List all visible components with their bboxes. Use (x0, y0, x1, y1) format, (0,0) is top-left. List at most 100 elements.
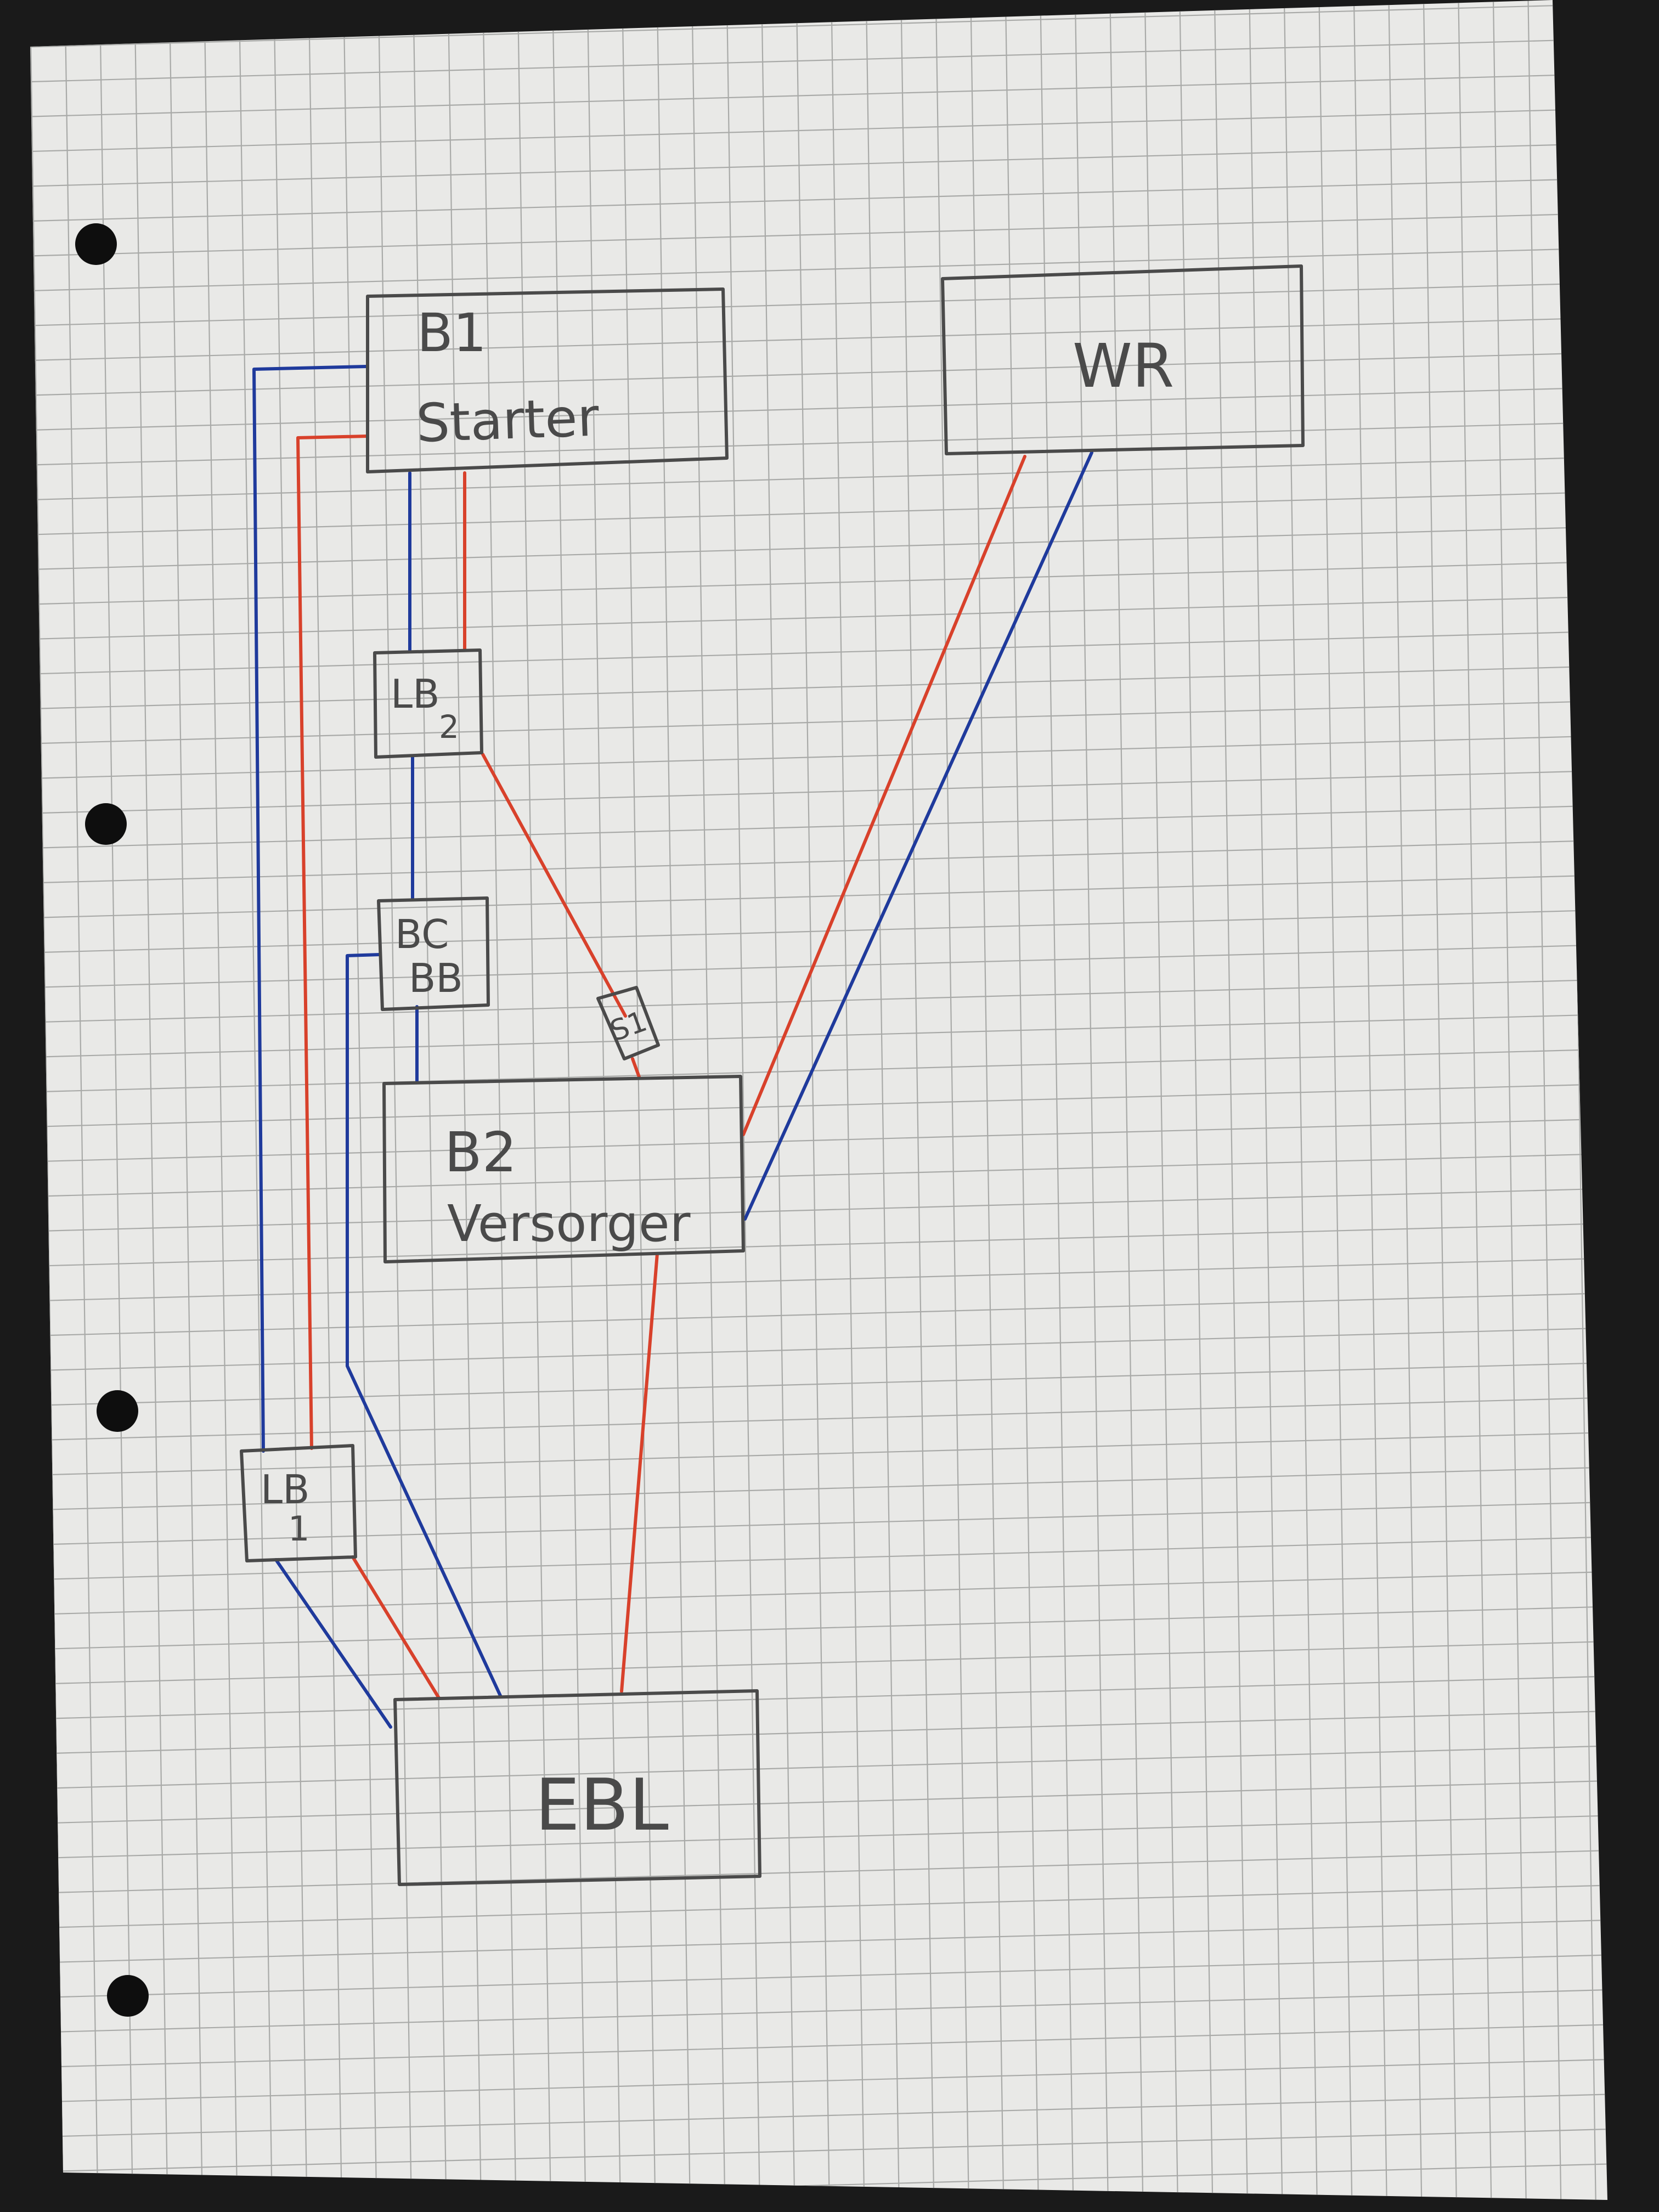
grid-line (30, 1848, 1607, 1895)
lb2-label-bottom: 2 (439, 708, 459, 746)
b2-versorger-box (382, 1075, 745, 1263)
grid-line (1283, 0, 1318, 2200)
grid-line (64, 0, 99, 2200)
grid-line (1109, 0, 1144, 2200)
grid-line (30, 455, 1607, 501)
grid-line (1388, 0, 1423, 2200)
grid-line (30, 1813, 1607, 1860)
punch-hole (85, 803, 127, 845)
grid-line (30, 211, 1607, 258)
grid-line (30, 2092, 1607, 2139)
grid-line (30, 280, 1607, 328)
wire-s1-b2-positive (631, 1057, 641, 1079)
wire-lb1-ebl-positive (351, 1555, 441, 1700)
b1-starter-box (366, 287, 729, 473)
grid-line (30, 106, 1607, 153)
grid-line (1353, 0, 1388, 2200)
grid-line (30, 1883, 1607, 1930)
grid-line (30, 1430, 1607, 1477)
grid-line (30, 1047, 1607, 1094)
grid-line (30, 315, 1607, 362)
grid-line (134, 0, 168, 2200)
grid-line (30, 176, 1607, 223)
grid-line (30, 1604, 1607, 1651)
b2-versorger-label: Versorger (447, 1194, 691, 1253)
grid-line (482, 0, 517, 2200)
grid-line (30, 768, 1607, 815)
grid-line (30, 2127, 1607, 2174)
b1-starter-label: Starter (415, 386, 600, 454)
bcbb-label-bottom: BB (409, 955, 463, 1001)
wr-box (941, 264, 1305, 455)
grid-line (30, 803, 1607, 850)
grid-line (1214, 0, 1249, 2200)
grid-line (30, 350, 1607, 397)
grid-line (1179, 0, 1214, 2200)
grid-line (30, 1395, 1607, 1442)
grid-line (30, 1918, 1607, 1965)
wr-label: WR (1073, 331, 1174, 401)
grid-line (30, 37, 1607, 83)
grid-line (30, 1743, 1607, 1791)
grid-line (30, 2, 1607, 49)
grid-line (30, 977, 1607, 1024)
grid-line (30, 838, 1607, 885)
lb1-label-top: LB (261, 1466, 310, 1513)
components (240, 264, 1305, 1886)
grid-line (935, 0, 970, 2200)
grid-line (377, 0, 413, 2200)
paper-sheet (30, 0, 1607, 2200)
grid-line (30, 1325, 1607, 1373)
grid-line (1249, 0, 1283, 2200)
grid-line (517, 0, 552, 2200)
wire-wr-b2-negative (743, 451, 1093, 1221)
grid-line (30, 594, 1607, 641)
grid-line (1423, 0, 1458, 2200)
wire-bcbb-ebl-negative (346, 953, 503, 1699)
grid-line (30, 1639, 1607, 1686)
grid-line (30, 1988, 1607, 2034)
grid-line (447, 0, 482, 2200)
grid-line (586, 0, 622, 2200)
grid-line (30, 698, 1607, 746)
grid-line (30, 733, 1607, 780)
grid-line (30, 1082, 1607, 1128)
grid-line (30, 1709, 1607, 1756)
bcbb-label-top: BC (395, 911, 449, 957)
grid-line (30, 246, 1607, 292)
grid-line (30, 2162, 1607, 2200)
wire-lb2-s1-positive (481, 753, 627, 1018)
lb1-box (240, 1444, 357, 1562)
wires (252, 365, 1093, 1729)
grid-line (30, 1570, 1607, 1616)
wire-lb1-ebl-negative (274, 1558, 392, 1729)
grid-line (30, 1465, 1607, 1512)
grid-line (30, 1186, 1607, 1233)
wire-b2-ebl-positive (620, 1252, 659, 1693)
grid-line (30, 2022, 1607, 2069)
grid-line (343, 0, 377, 2200)
grid-line (30, 1500, 1607, 1547)
grid-line (30, 1116, 1607, 1164)
wire-b1-lb1-negative (252, 365, 368, 1453)
punch-hole (107, 1975, 149, 2017)
punch-hole (75, 223, 117, 265)
grid-line (30, 1152, 1607, 1198)
grid-line (1527, 0, 1562, 2200)
wire-b1-lb1-positive (296, 435, 369, 1450)
ebl-label: EBL (535, 1763, 669, 1847)
grid-line (1597, 0, 1607, 2200)
grid-line (656, 0, 691, 2200)
grid-line (1074, 0, 1109, 2200)
grid-line (30, 489, 1607, 537)
grid-line (30, 385, 1607, 432)
grid-line (30, 71, 1607, 119)
grid-line (831, 0, 865, 2200)
grid-line (865, 0, 900, 2200)
lb2-box (373, 648, 483, 759)
lb1-label-bottom: 1 (288, 1509, 309, 1549)
grid-line (30, 141, 1607, 188)
grid-line (30, 1674, 1607, 1721)
s1-box (596, 986, 660, 1060)
grid-line (238, 0, 273, 2200)
